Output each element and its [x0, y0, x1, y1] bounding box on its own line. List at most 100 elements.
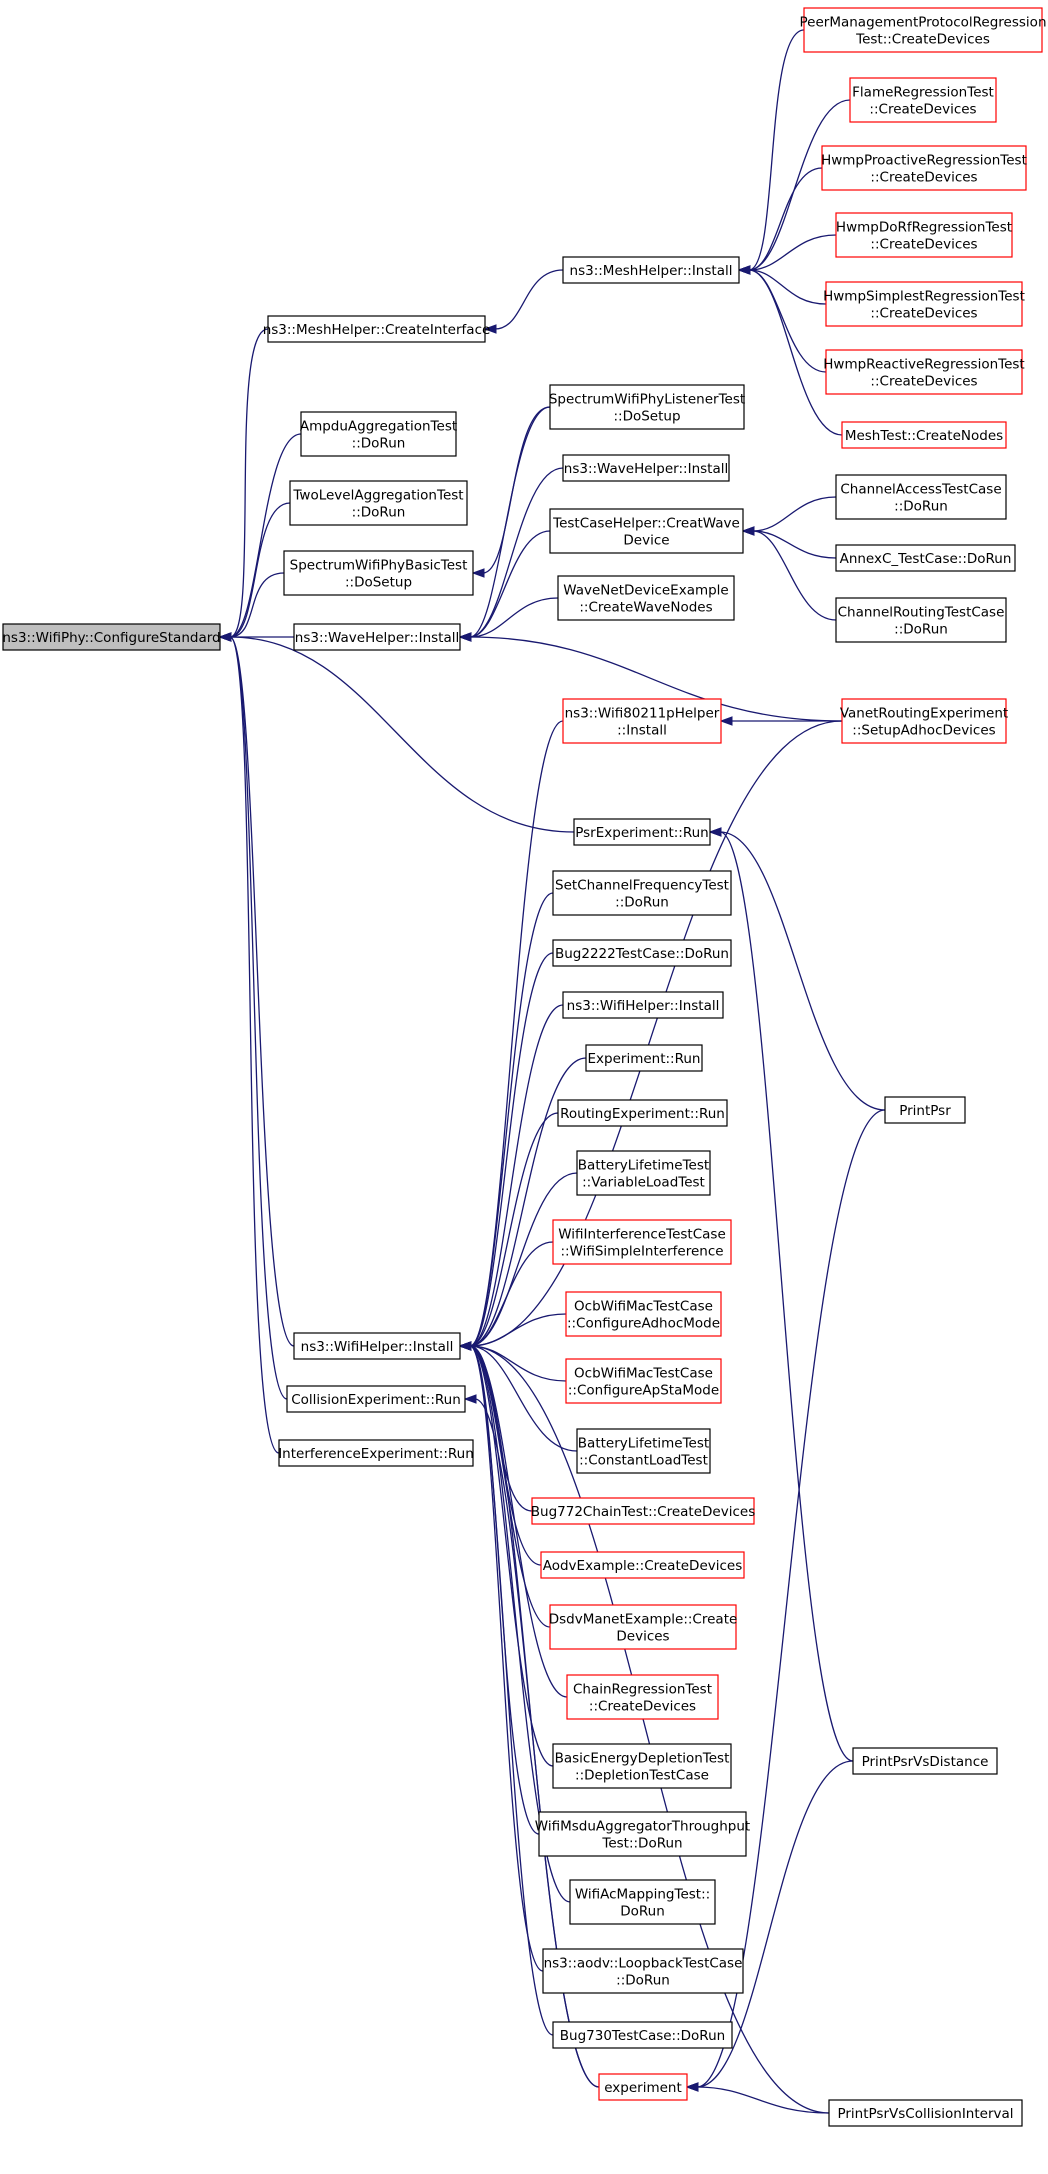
node-box [549, 508, 744, 554]
call-edge [458, 1341, 540, 1835]
node-aodvLoopback[interactable]: ns3::aodv::LoopbackTestCase::DoRun [542, 1948, 744, 1994]
node-box [552, 1743, 732, 1789]
node-label: WifiInterferenceTestCase [558, 1227, 726, 1243]
node-box [552, 870, 732, 916]
call-edge [458, 952, 554, 1351]
call-edge [458, 1241, 554, 1351]
node-box [828, 2099, 1023, 2127]
node-psrExp[interactable]: PsrExperiment::Run [573, 818, 711, 846]
node-hwmpProactive[interactable]: HwmpProactiveRegressionTest::CreateDevic… [821, 145, 1027, 191]
node-printPsrVsCollision[interactable]: PrintPsrVsCollisionInterval [828, 2099, 1023, 2127]
node-collisionExp[interactable]: CollisionExperiment::Run [286, 1385, 466, 1413]
node-channelAccess[interactable]: ChannelAccessTestCase::DoRun [835, 474, 1007, 520]
call-edge [458, 1112, 559, 1351]
node-printPsrVsDistance[interactable]: PrintPsrVsDistance [852, 1747, 998, 1775]
node-label: Test::DoRun [601, 1836, 682, 1852]
node-ocbAdhoc[interactable]: OcbWifiMacTestCase::ConfigureAdhocMode [565, 1291, 722, 1337]
call-edge [483, 269, 564, 334]
call-edge [737, 265, 843, 436]
node-aodvExample[interactable]: AodvExample::CreateDevices [540, 1551, 745, 1579]
node-label: ::DepletionTestCase [575, 1768, 709, 1784]
node-batteryConst[interactable]: BatteryLifetimeTest::ConstantLoadTest [576, 1428, 711, 1474]
node-label: DoRun [620, 1904, 665, 1920]
node-wifi80211p[interactable]: ns3::Wifi80211pHelper::Install [562, 698, 722, 744]
node-label: TwoLevelAggregationTest [292, 488, 463, 504]
node-bug772[interactable]: Bug772ChainTest::CreateDevices [531, 1497, 755, 1525]
node-hwmpDoRf[interactable]: HwmpDoRfRegressionTest::CreateDevices [835, 212, 1013, 258]
node-box [852, 1747, 998, 1775]
node-wifiInterf[interactable]: WifiInterferenceTestCase::WifiSimpleInte… [552, 1219, 732, 1265]
node-vanet[interactable]: VanetRoutingExperiment::SetupAdhocDevice… [840, 698, 1008, 744]
node-setChannel[interactable]: SetChannelFrequencyTest::DoRun [552, 870, 732, 916]
node-waveNetDev[interactable]: WaveNetDeviceExample::CreateWaveNodes [557, 575, 735, 621]
node-bug730[interactable]: Bug730TestCase::DoRun [552, 2021, 733, 2049]
node-experiment[interactable]: experiment [598, 2073, 688, 2101]
node-basicEnergy[interactable]: BasicEnergyDepletionTest::DepletionTestC… [552, 1743, 732, 1789]
node-printPsr[interactable]: PrintPsr [884, 1096, 966, 1124]
node-label: Test::CreateDevices [855, 32, 990, 48]
node-interferenceExp[interactable]: InterferenceExperiment::Run [278, 1439, 474, 1467]
node-hwmpSimplest[interactable]: HwmpSimplestRegressionTest::CreateDevice… [823, 281, 1025, 327]
node-experimentRun[interactable]: Experiment::Run [585, 1044, 703, 1072]
node-label: Bug730TestCase::DoRun [560, 2028, 725, 2044]
node-label: ns3::WaveHelper::Install [564, 461, 728, 477]
node-label: ::DoSetup [345, 575, 412, 591]
node-chainRegression[interactable]: ChainRegressionTest::CreateDevices [566, 1674, 719, 1720]
call-edge [737, 29, 805, 275]
node-box [884, 1096, 966, 1124]
call-edge [458, 1341, 830, 2114]
node-peerMgmt[interactable]: PeerManagementProtocolRegressionTest::Cr… [800, 7, 1047, 53]
node-annexC[interactable]: AnnexC_TestCase::DoRun [835, 544, 1016, 572]
node-box [565, 1291, 722, 1337]
node-waveInstall1[interactable]: ns3::WaveHelper::Install [293, 623, 461, 651]
node-hwmpReactive[interactable]: HwmpReactiveRegressionTest::CreateDevice… [823, 349, 1025, 395]
node-ocbApSta[interactable]: OcbWifiMacTestCase::ConfigureApStaMode [565, 1358, 722, 1404]
node-label: DsdvManetExample::Create [549, 1612, 738, 1628]
node-waveInstall2[interactable]: ns3::WaveHelper::Install [562, 454, 730, 482]
node-meshTest[interactable]: MeshTest::CreateNodes [841, 421, 1007, 449]
node-wifiHelperInstall[interactable]: ns3::WifiHelper::Install [293, 1332, 461, 1360]
call-edge [218, 632, 280, 1454]
node-routingExp[interactable]: RoutingExperiment::Run [557, 1099, 728, 1127]
node-label: MeshTest::CreateNodes [845, 428, 1003, 444]
node-batteryVar[interactable]: BatteryLifetimeTest::VariableLoadTest [576, 1150, 711, 1196]
node-root[interactable]: ns3::WifiPhy::ConfigureStandard [2, 623, 221, 651]
call-edge [218, 632, 575, 833]
node-label: Bug2222TestCase::DoRun [555, 946, 729, 962]
node-label: ::DoRun [894, 622, 948, 638]
node-label: ChainRegressionTest [573, 1682, 712, 1698]
node-label: ::WifiSimpleInterference [560, 1244, 723, 1260]
node-label: ::ConfigureApStaMode [568, 1383, 719, 1399]
node-flame[interactable]: FlameRegressionTest::CreateDevices [849, 77, 997, 123]
node-dsdvManet[interactable]: DsdvManetExample::CreateDevices [549, 1604, 738, 1650]
node-box [562, 698, 722, 744]
node-box [278, 1439, 474, 1467]
node-box [540, 1551, 745, 1579]
node-label: ChannelRoutingTestCase [838, 605, 1005, 621]
node-label: PrintPsrVsCollisionInterval [837, 2106, 1013, 2122]
node-label: PsrExperiment::Run [575, 825, 708, 841]
node-spectrumListener[interactable]: SpectrumWifiPhyListenerTest::DoSetup [549, 384, 745, 430]
call-edge [719, 716, 842, 726]
node-label: SpectrumWifiPhyBasicTest [290, 558, 468, 574]
node-box [835, 597, 1007, 643]
node-meshInstall[interactable]: ns3::MeshHelper::Install [562, 256, 740, 284]
node-box [562, 991, 724, 1019]
node-bug2222[interactable]: Bug2222TestCase::DoRun [552, 939, 732, 967]
node-box [552, 2021, 733, 2049]
node-box [835, 544, 1016, 572]
node-label: ::ConfigureAdhocMode [567, 1316, 720, 1332]
node-box [569, 1879, 716, 1925]
node-wifiHelperInstall2[interactable]: ns3::WifiHelper::Install [562, 991, 724, 1019]
node-ampdu[interactable]: AmpduAggregationTest::DoRun [300, 411, 457, 457]
node-box [286, 1385, 466, 1413]
node-channelRouting[interactable]: ChannelRoutingTestCase::DoRun [835, 597, 1007, 643]
node-label: ns3::WaveHelper::Install [295, 630, 459, 646]
node-meshCreateInterface[interactable]: ns3::MeshHelper::CreateInterface [263, 315, 491, 343]
node-spectrumBasic[interactable]: SpectrumWifiPhyBasicTest::DoSetup [283, 550, 474, 596]
node-wifiAcMapping[interactable]: WifiAcMappingTest::DoRun [569, 1879, 716, 1925]
node-twoLevel[interactable]: TwoLevelAggregationTest::DoRun [289, 480, 468, 526]
node-label: HwmpDoRfRegressionTest [836, 220, 1012, 236]
